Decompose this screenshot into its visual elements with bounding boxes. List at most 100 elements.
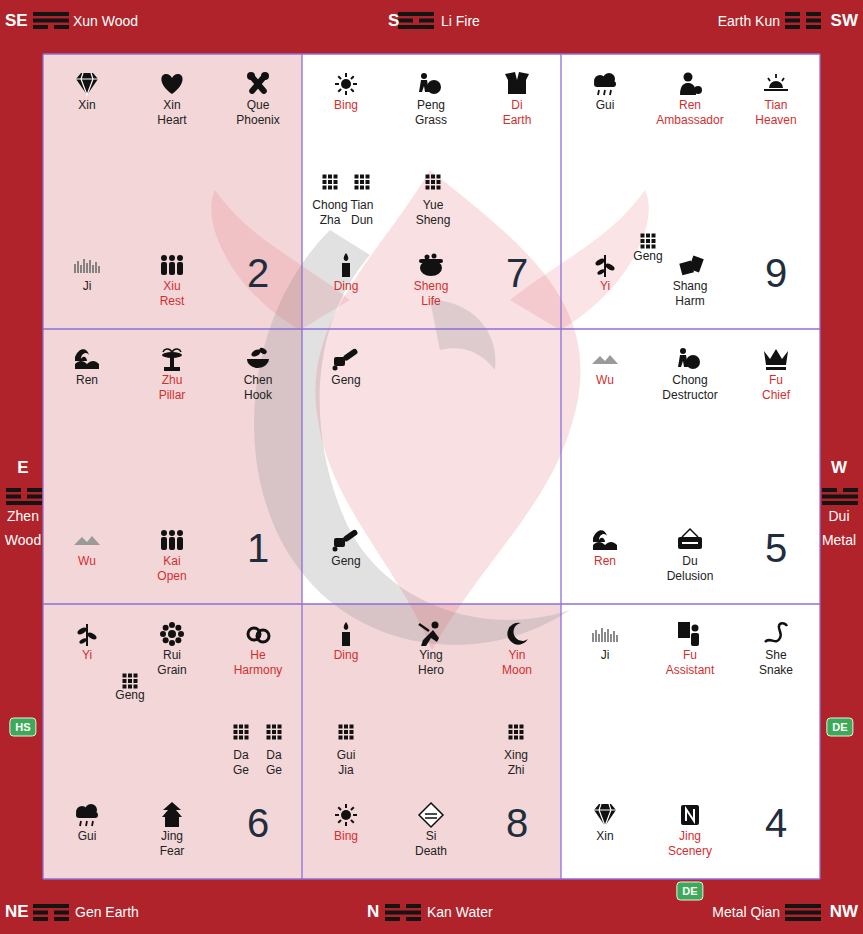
icon-part xyxy=(272,730,276,734)
star-label: Si Death xyxy=(415,829,447,859)
trigram-bar xyxy=(822,501,858,505)
trigram-bar xyxy=(806,12,821,16)
icon-part xyxy=(76,73,98,95)
icon-part xyxy=(177,255,183,261)
icon-part xyxy=(234,736,238,740)
icon-part xyxy=(161,530,167,536)
trigram-bar xyxy=(33,12,69,16)
icon-part xyxy=(76,626,87,635)
dice-icon xyxy=(679,256,703,276)
badge-text: DE xyxy=(832,721,847,733)
icon-part xyxy=(431,180,435,184)
icon-part xyxy=(267,725,271,729)
palace-number: 8 xyxy=(506,803,528,843)
grid-icon xyxy=(267,725,282,740)
icon-part xyxy=(351,820,354,823)
direction-label: S xyxy=(388,12,399,30)
assistant-icon xyxy=(678,622,699,646)
grid-icon xyxy=(509,725,524,740)
icon-part xyxy=(419,624,429,631)
star-label: Ren xyxy=(76,373,98,388)
icon-part xyxy=(692,625,699,632)
icon-part xyxy=(239,736,243,740)
icon-part xyxy=(437,175,441,179)
icon-part xyxy=(366,175,370,179)
star-label: Chen Hook xyxy=(244,373,273,403)
icon-part xyxy=(427,80,441,94)
grid-icon xyxy=(234,725,249,740)
star-label: Yin Moon xyxy=(502,648,532,678)
icon-part xyxy=(431,175,435,179)
icon-part xyxy=(267,730,271,734)
icon-part xyxy=(328,175,332,179)
star-label: She Snake xyxy=(759,648,793,678)
icon-part xyxy=(514,725,518,729)
icon-layer xyxy=(74,72,788,827)
star-label: Yi xyxy=(600,279,610,294)
icon-part xyxy=(234,730,238,734)
icon-part xyxy=(652,239,656,243)
heart-icon xyxy=(161,74,182,94)
icon-part xyxy=(342,632,350,646)
fountain-icon xyxy=(162,349,182,371)
icon-part xyxy=(426,186,430,190)
trigram-bar xyxy=(27,488,42,492)
trigram-bar xyxy=(785,25,800,29)
icon-part xyxy=(345,822,347,826)
cell-icons xyxy=(592,348,788,550)
icon-part xyxy=(161,537,167,550)
icon-part xyxy=(261,72,269,80)
snake-icon xyxy=(765,623,787,642)
icon-part xyxy=(678,622,690,638)
palace-number: 5 xyxy=(765,528,787,568)
icon-part xyxy=(80,821,93,826)
icon-part xyxy=(593,530,607,542)
star-label: Xin Heart xyxy=(157,98,186,128)
status-badge: DE xyxy=(676,882,703,901)
palace-cell: GengGeng xyxy=(302,329,561,604)
grid-icon xyxy=(339,725,354,740)
icon-part xyxy=(323,186,327,190)
icon-part xyxy=(344,736,348,740)
star-label: Geng xyxy=(633,249,662,264)
icon-part xyxy=(128,674,132,678)
star-label: Chong Zha xyxy=(312,198,347,228)
icon-part xyxy=(75,349,89,361)
trigram-bar xyxy=(398,19,413,23)
star-label: Ren Ambassador xyxy=(656,98,723,128)
direction-label: Earth Kun xyxy=(718,12,780,30)
star-label: Wu xyxy=(78,554,96,569)
icon-part xyxy=(134,679,138,683)
icon-part xyxy=(505,72,529,80)
chainsaw-icon xyxy=(333,348,359,371)
grid-icon xyxy=(426,175,441,190)
icon-part xyxy=(355,186,359,190)
icon-part xyxy=(335,814,339,816)
palace-cell: BingPeng GrassDi EarthChong ZhaTian DunY… xyxy=(302,54,561,329)
icon-part xyxy=(338,89,341,92)
candle-icon xyxy=(342,622,350,646)
icon-part xyxy=(74,536,100,545)
star-label: Xing Zhi xyxy=(504,748,528,778)
icon-part xyxy=(509,730,513,734)
icon-part xyxy=(646,245,650,249)
star-label: Kai Open xyxy=(157,554,186,584)
icon-part xyxy=(247,72,255,80)
icon-part xyxy=(134,674,138,678)
icon-part xyxy=(419,803,443,827)
mountain-icon xyxy=(592,355,618,364)
phoenix-icon xyxy=(247,72,269,95)
star-label: Da Ge xyxy=(233,748,249,778)
icon-part xyxy=(350,736,354,740)
trigram-bar xyxy=(806,19,821,23)
icon-part xyxy=(272,736,276,740)
trigram-bar xyxy=(406,917,421,921)
icon-part xyxy=(764,74,788,90)
star-label: Geng xyxy=(115,688,144,703)
icon-part xyxy=(169,255,175,261)
icon-part xyxy=(652,245,656,249)
star-label: Jing Fear xyxy=(160,829,185,859)
icon-part xyxy=(431,186,435,190)
badge-text: HS xyxy=(15,721,30,733)
